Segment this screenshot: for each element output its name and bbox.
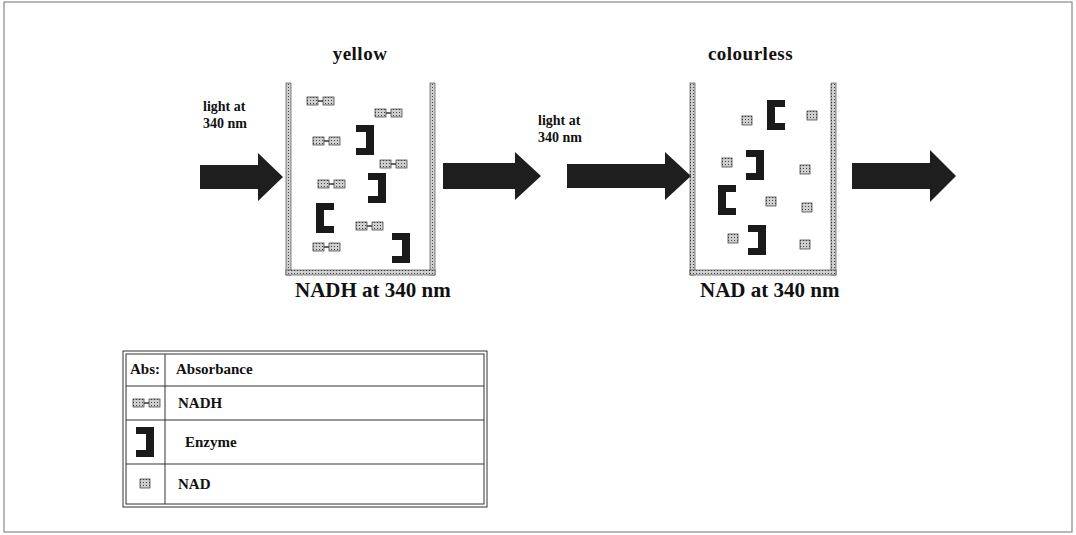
legend-text: NADH: [178, 394, 222, 412]
cuvette-colourless: [690, 83, 836, 275]
light-label: light at 340 nm: [538, 112, 600, 146]
cuvette-caption: NAD at 340 nm: [688, 277, 952, 303]
frame: [4, 2, 1072, 532]
legend-text: Enzyme: [185, 433, 237, 451]
colour-heading: yellow: [285, 42, 435, 66]
legend-text: NAD: [178, 475, 211, 493]
light-arrows: [200, 150, 956, 202]
legend-table: [123, 351, 487, 507]
table-cell: Absorbance: [176, 361, 253, 378]
table-cell: Abs:: [130, 361, 160, 378]
cuvette: yellowNADH at 340 nm: [285, 42, 499, 303]
cuvette-yellow: [286, 83, 435, 275]
cuvette-caption: NADH at 340 nm: [285, 277, 499, 303]
cuvette: colourlessNAD at 340 nm: [688, 42, 952, 303]
light-label: light at 340 nm: [203, 98, 265, 132]
colour-heading: colourless: [688, 42, 813, 66]
